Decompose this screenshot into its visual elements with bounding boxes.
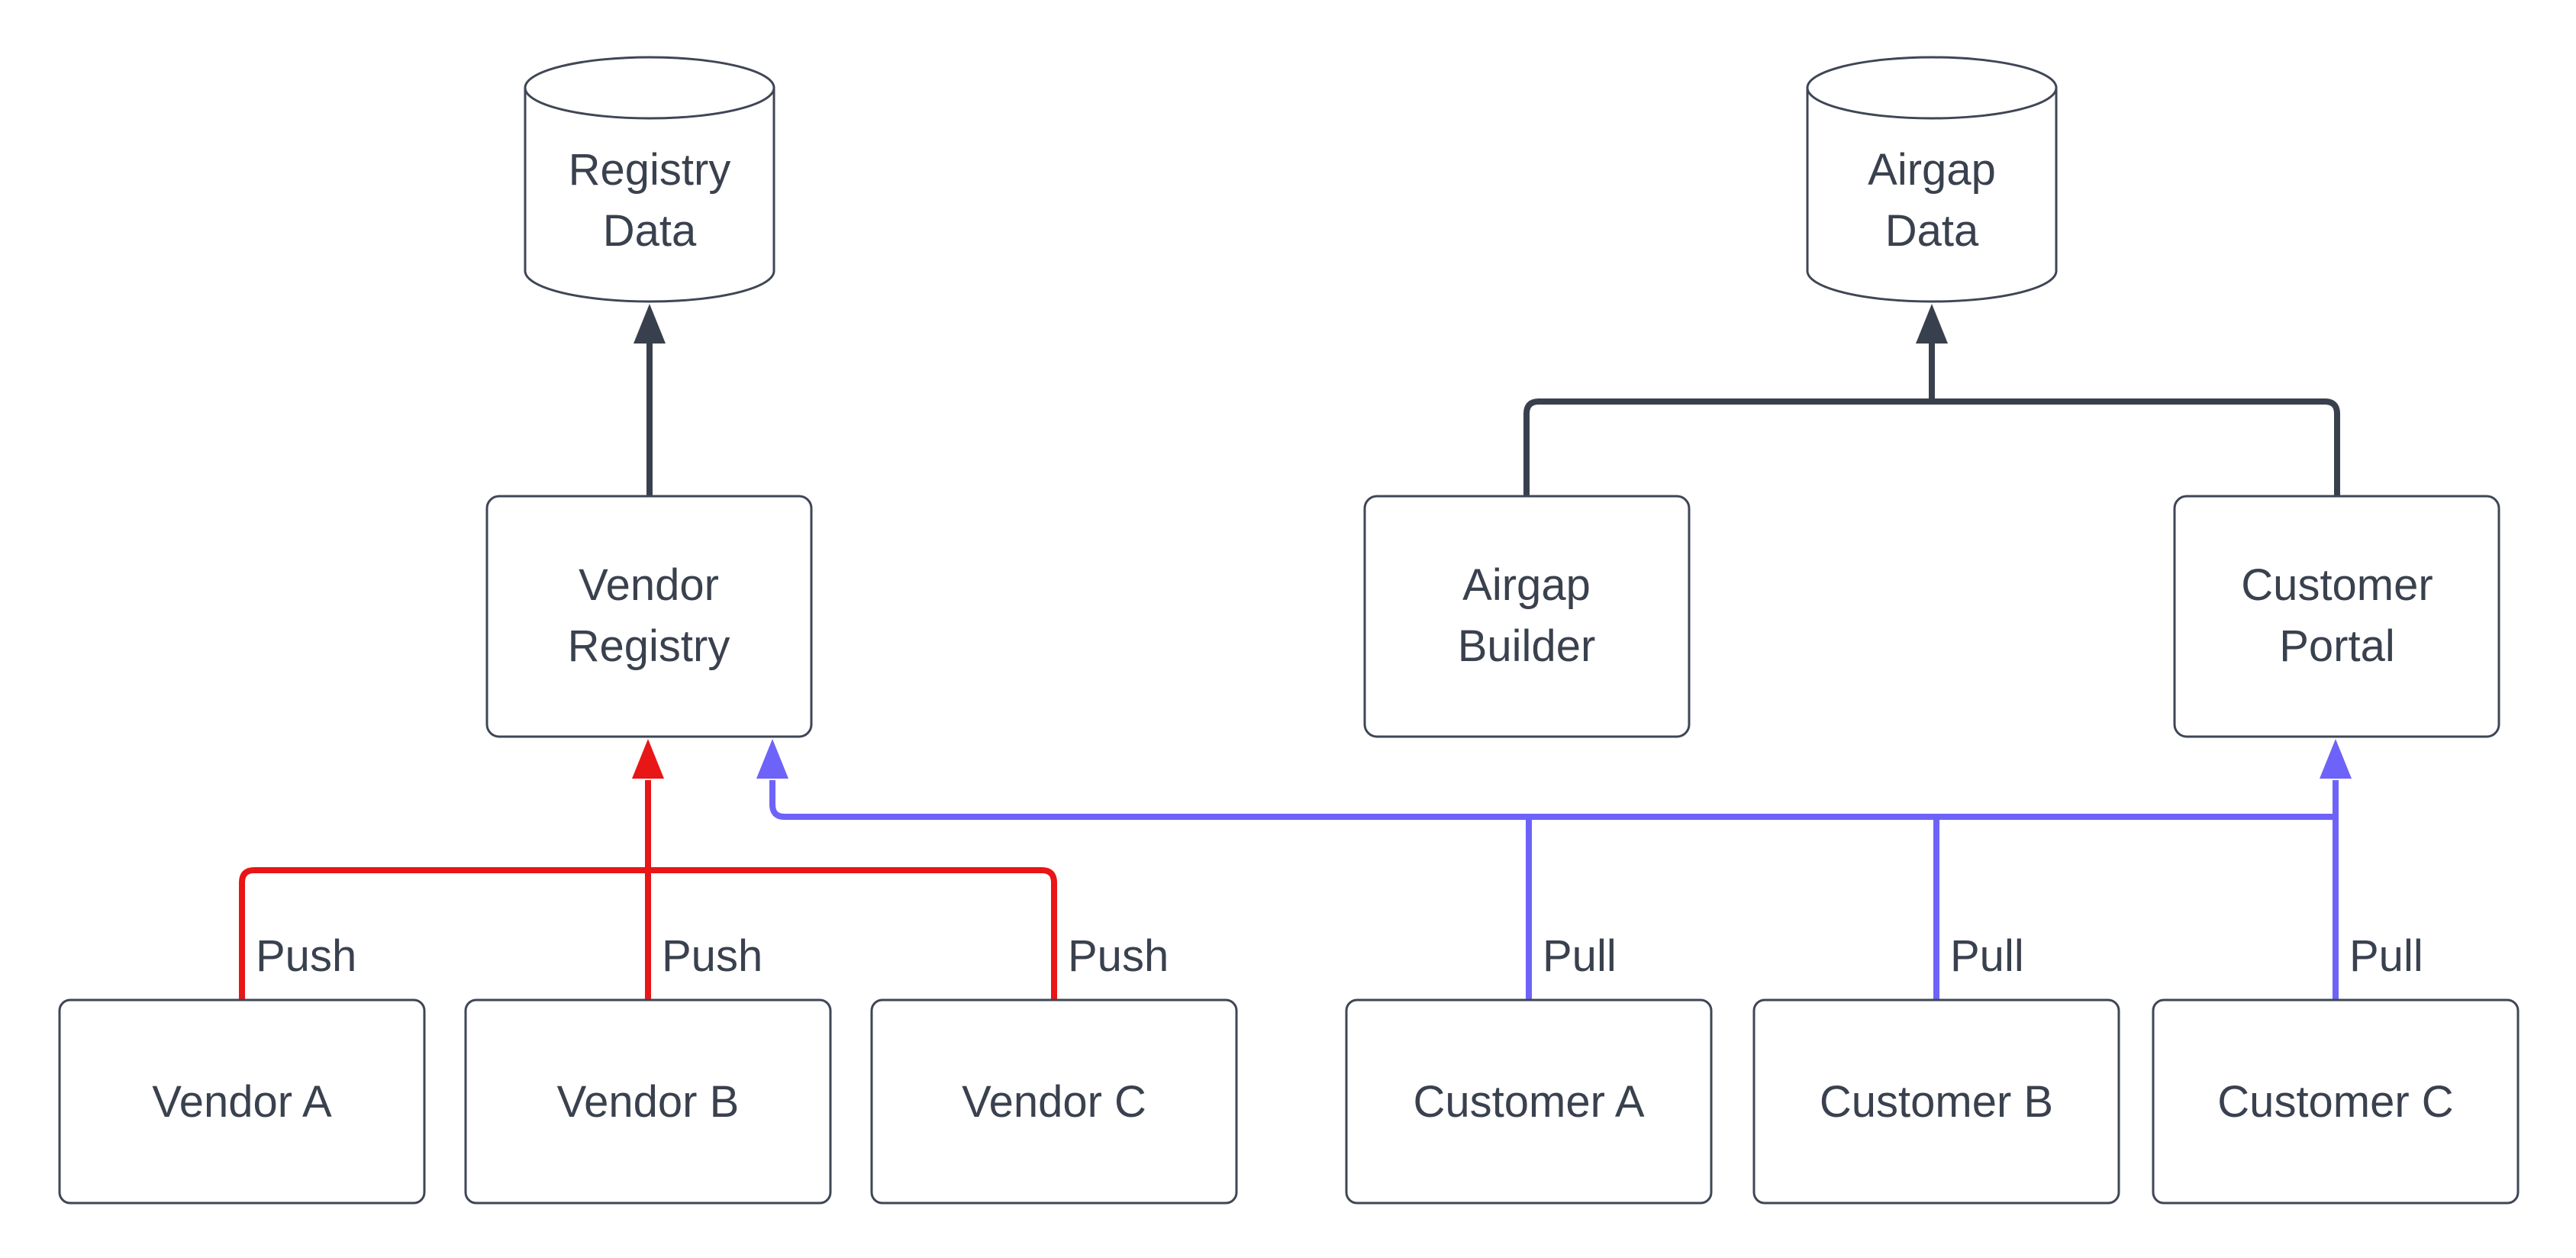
node-box bbox=[2152, 998, 2520, 1205]
node-box bbox=[1345, 998, 1713, 1205]
node-registry-data: Registry Data bbox=[524, 56, 775, 303]
node-label: Vendor A bbox=[152, 1077, 332, 1127]
arrowhead-up bbox=[632, 739, 664, 779]
edge-vendor-registry-to-registry-data bbox=[634, 304, 666, 496]
node-vendor-a: Vendor A bbox=[58, 998, 426, 1205]
node-label: Customer B bbox=[1820, 1077, 2053, 1127]
node-customer-a: Customer A bbox=[1345, 998, 1713, 1205]
edge-pull-bus bbox=[756, 739, 2352, 1002]
node-airgap-data: Airgap Data bbox=[1806, 56, 2058, 303]
node-airgap-builder: Airgap Builder bbox=[1363, 495, 1691, 738]
cylinder-top bbox=[524, 56, 775, 120]
node-vendor-b: Vendor B bbox=[464, 998, 832, 1205]
node-label: Vendor B bbox=[557, 1077, 740, 1127]
edge-push-bus bbox=[239, 739, 1057, 1002]
node-customer-b: Customer B bbox=[1752, 998, 2120, 1205]
edge-label-push-vendor-c: Push bbox=[1068, 931, 1169, 981]
node-label: Data bbox=[603, 206, 697, 256]
edge-label-pull-customer-a: Pull bbox=[1543, 931, 1617, 981]
node-customer-c: Customer C bbox=[2152, 998, 2520, 1205]
node-label: Data bbox=[1885, 206, 1979, 256]
node-vendor-registry: Vendor Registry bbox=[485, 495, 813, 738]
node-box bbox=[58, 998, 426, 1205]
cylinder-body bbox=[524, 86, 775, 303]
node-box bbox=[1752, 998, 2120, 1205]
node-box bbox=[1363, 495, 1691, 738]
node-label: Registry bbox=[569, 145, 731, 195]
node-box bbox=[485, 495, 813, 738]
node-box bbox=[2173, 495, 2500, 738]
node-label: Customer bbox=[2241, 560, 2433, 610]
arrowhead-up bbox=[1916, 304, 1948, 344]
arrowhead-up bbox=[2320, 739, 2352, 779]
node-label: Portal bbox=[2279, 621, 2395, 671]
edge-label-push-vendor-b: Push bbox=[662, 931, 762, 981]
edge-airgap-tree-to-airgap-data bbox=[1523, 304, 2340, 496]
node-vendor-c: Vendor C bbox=[870, 998, 1238, 1205]
cylinder-body bbox=[1806, 86, 2058, 303]
node-label: Vendor bbox=[579, 560, 719, 610]
cylinder-top bbox=[1806, 56, 2058, 120]
node-label: Registry bbox=[568, 621, 730, 671]
node-box bbox=[464, 998, 832, 1205]
edge-label-pull-customer-b: Pull bbox=[1950, 931, 2024, 981]
edge-label-pull-customer-c: Pull bbox=[2349, 931, 2423, 981]
node-label: Airgap bbox=[1462, 560, 1591, 610]
connector-line bbox=[1523, 398, 2340, 496]
arrowhead-up bbox=[756, 739, 788, 779]
pull-bus-line bbox=[769, 780, 2336, 820]
node-box bbox=[870, 998, 1238, 1205]
edge-label-push-vendor-a: Push bbox=[256, 931, 356, 981]
node-label: Customer A bbox=[1414, 1077, 1645, 1127]
node-label: Customer C bbox=[2217, 1077, 2453, 1127]
node-customer-portal: Customer Portal bbox=[2173, 495, 2500, 738]
node-label: Builder bbox=[1458, 621, 1596, 671]
node-label: Airgap bbox=[1868, 145, 1996, 195]
arrowhead-up bbox=[634, 304, 666, 344]
node-label: Vendor C bbox=[962, 1077, 1146, 1127]
